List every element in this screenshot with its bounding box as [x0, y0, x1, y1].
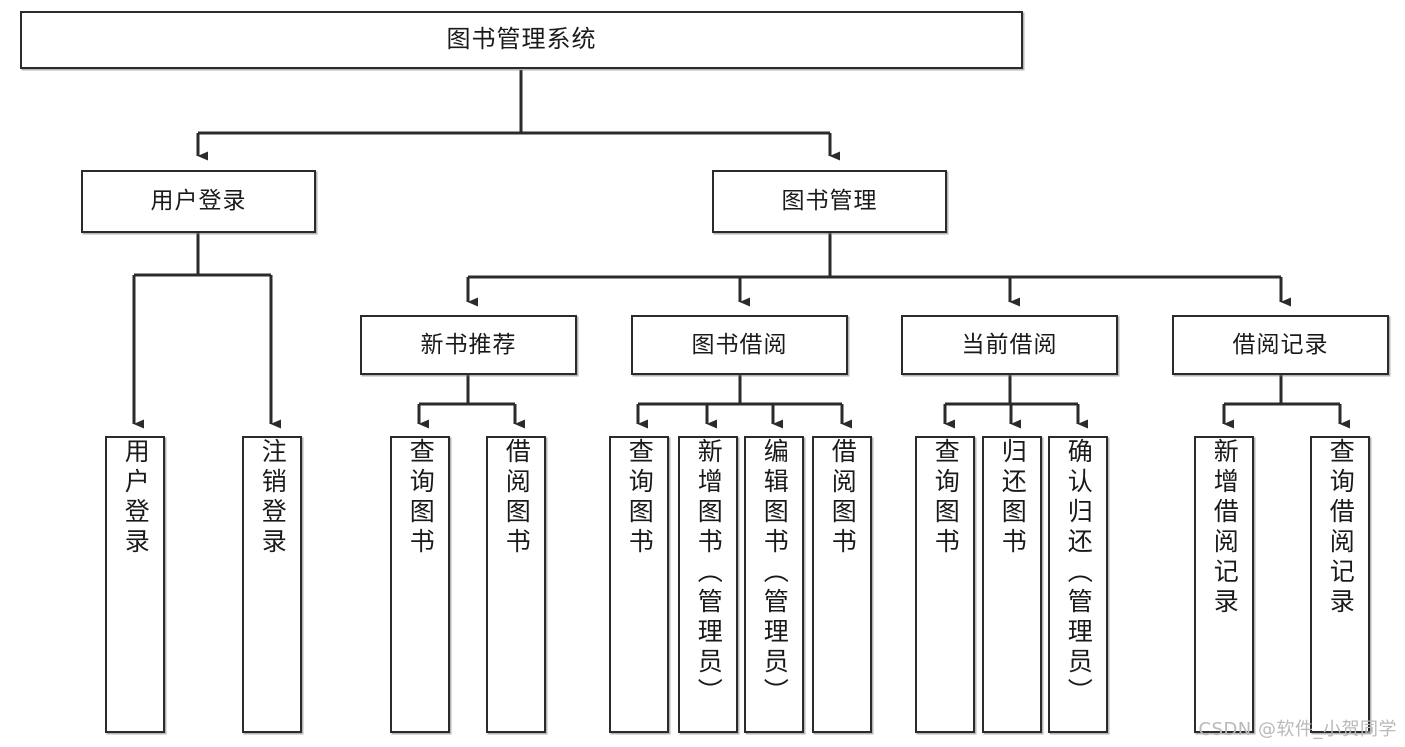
node-label: 查询图书 [931, 438, 961, 558]
leaf-edit-book-admin[interactable]: 编辑图书（管理员） [744, 436, 804, 733]
node-label: 新增借阅记录 [1210, 438, 1240, 618]
node-label: 查询图书 [625, 438, 655, 558]
node-label: 新增图书（管理员） [694, 438, 724, 708]
leaf-add-book-admin[interactable]: 新增图书（管理员） [678, 436, 738, 733]
node-borrow-record[interactable]: 借阅记录 [1172, 315, 1389, 375]
node-label: 当前借阅 [961, 331, 1058, 358]
leaf-logout[interactable]: 注销登录 [242, 436, 302, 733]
node-book-manage[interactable]: 图书管理 [712, 170, 947, 233]
leaf-query-book-current[interactable]: 查询图书 [915, 436, 975, 733]
leaf-add-borrow-record[interactable]: 新增借阅记录 [1194, 436, 1254, 733]
leaf-user-login[interactable]: 用户登录 [105, 436, 165, 733]
node-current-borrow[interactable]: 当前借阅 [901, 315, 1118, 375]
node-new-book-recommend[interactable]: 新书推荐 [360, 315, 577, 375]
node-label: 查询借阅记录 [1326, 438, 1356, 618]
node-label: 归还图书 [998, 438, 1028, 558]
leaf-query-book-recommend[interactable]: 查询图书 [390, 436, 450, 733]
node-label: 用户登录 [121, 438, 151, 558]
node-label: 确认归还（管理员） [1064, 438, 1094, 708]
leaf-query-book-borrow[interactable]: 查询图书 [609, 436, 669, 733]
node-label: 注销登录 [258, 438, 288, 558]
node-book-borrow[interactable]: 图书借阅 [631, 315, 848, 375]
node-label: 用户登录 [150, 188, 247, 215]
node-label: 图书管理系统 [446, 25, 597, 54]
leaf-query-borrow-record[interactable]: 查询借阅记录 [1310, 436, 1370, 733]
node-label: 借阅图书 [502, 438, 532, 558]
node-user-login[interactable]: 用户登录 [81, 170, 316, 233]
leaf-return-book[interactable]: 归还图书 [982, 436, 1042, 733]
leaf-borrow-book-borrow[interactable]: 借阅图书 [812, 436, 872, 733]
node-label: 借阅记录 [1232, 331, 1329, 358]
node-label: 编辑图书（管理员） [760, 438, 790, 708]
node-label: 查询图书 [406, 438, 436, 558]
leaf-borrow-book-recommend[interactable]: 借阅图书 [486, 436, 546, 733]
node-label: 图书借阅 [691, 331, 788, 358]
node-label: 图书管理 [781, 188, 878, 215]
node-root-system[interactable]: 图书管理系统 [20, 11, 1023, 69]
leaf-confirm-return-admin[interactable]: 确认归还（管理员） [1048, 436, 1108, 733]
node-label: 借阅图书 [828, 438, 858, 558]
watermark: CSDN @软件_小贺同学 [1198, 719, 1397, 740]
node-label: 新书推荐 [420, 331, 517, 358]
